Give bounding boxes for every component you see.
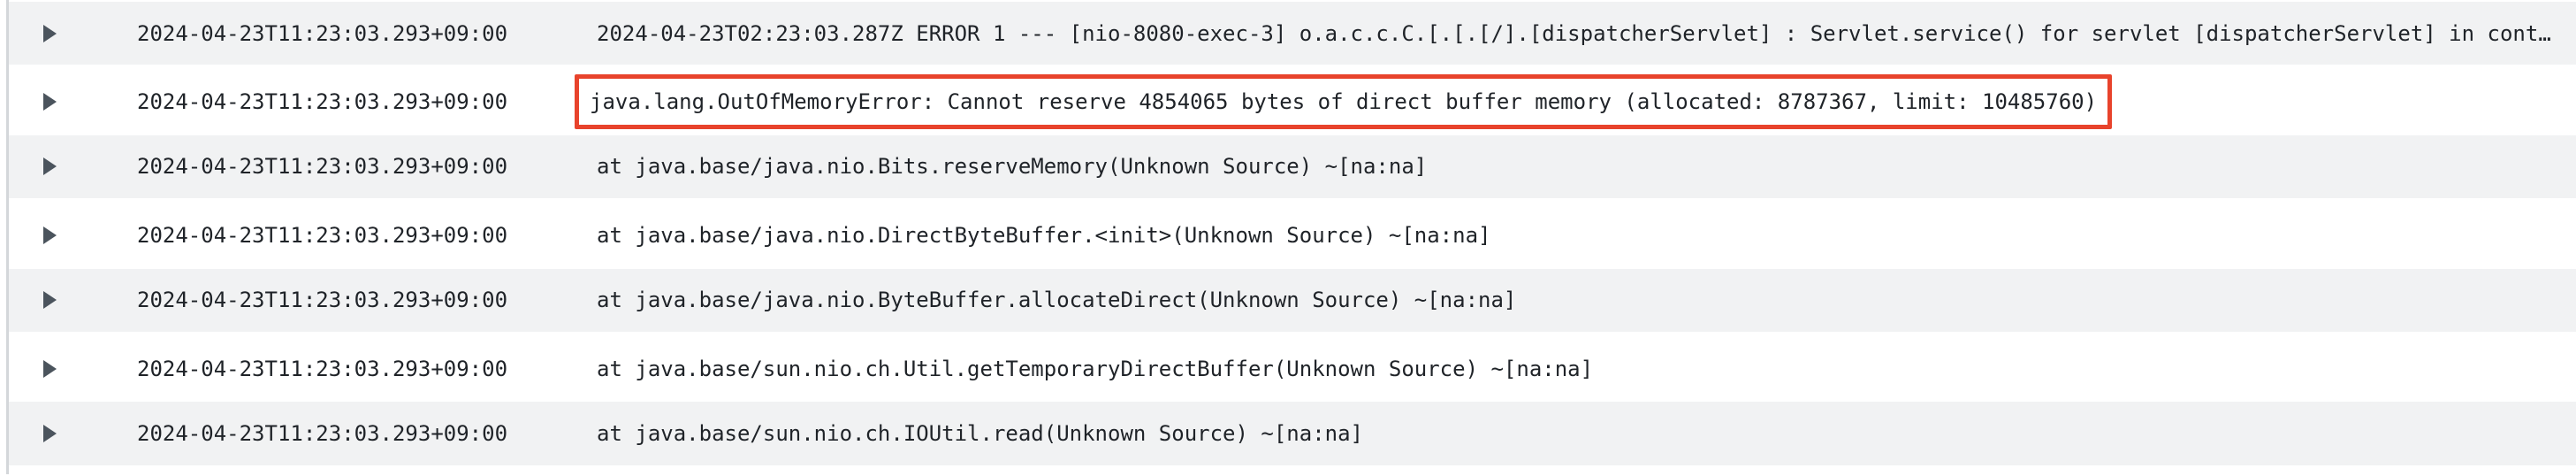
log-message: at java.base/java.nio.DirectByteBuffer.<… (597, 222, 1491, 248)
expand-toggle[interactable] (34, 359, 65, 379)
log-timestamp: 2024-04-23T11:23:03.293+09:00 (137, 288, 508, 313)
expand-toggle[interactable] (34, 424, 65, 443)
log-row[interactable]: 2024-04-23T11:23:03.293+09:00 at java.ba… (9, 402, 2576, 469)
expand-toggle[interactable] (34, 226, 65, 245)
log-row[interactable]: 2024-04-23T11:23:03.293+09:00 at java.ba… (9, 202, 2576, 268)
triangle-right-icon (42, 425, 57, 443)
log-row[interactable]: 2024-04-23T11:23:03.293+09:00 java.lang.… (9, 68, 2576, 134)
expand-toggle[interactable] (34, 157, 65, 176)
triangle-right-icon (42, 157, 57, 176)
log-timestamp: 2024-04-23T11:23:03.293+09:00 (137, 20, 508, 46)
triangle-right-icon (42, 291, 57, 310)
expand-toggle[interactable] (34, 92, 65, 111)
log-message: java.lang.OutOfMemoryError: Cannot reser… (590, 89, 2098, 115)
triangle-right-icon (42, 359, 57, 378)
expand-toggle[interactable] (34, 290, 65, 310)
triangle-right-icon (42, 24, 57, 42)
triangle-right-icon (42, 226, 57, 244)
triangle-right-icon (42, 93, 57, 111)
log-message: at java.base/java.nio.Bits.reserveMemory… (597, 154, 1428, 180)
log-message: at java.base/sun.nio.ch.IOUtil.read(Unkn… (597, 421, 1363, 447)
log-timestamp: 2024-04-23T11:23:03.293+09:00 (137, 89, 508, 115)
error-highlight-box: java.lang.OutOfMemoryError: Cannot reser… (575, 74, 2113, 130)
log-row[interactable]: 2024-04-23T11:23:03.293+09:00 2024-04-23… (9, 2, 2576, 69)
log-row[interactable]: 2024-04-23T11:23:03.293+09:00 at java.ba… (9, 134, 2576, 203)
log-timestamp: 2024-04-23T11:23:03.293+09:00 (137, 222, 508, 248)
log-row[interactable]: 2024-04-23T11:23:03.293+09:00 at java.ba… (9, 335, 2576, 402)
log-timestamp: 2024-04-23T11:23:03.293+09:00 (137, 356, 508, 381)
log-timestamp: 2024-04-23T11:23:03.293+09:00 (137, 421, 508, 447)
log-table: 2024-04-23T11:23:03.293+09:00 2024-04-23… (6, 0, 2576, 474)
log-message: at java.base/java.nio.ByteBuffer.allocat… (597, 288, 1517, 313)
log-timestamp: 2024-04-23T11:23:03.293+09:00 (137, 154, 508, 180)
log-message: 2024-04-23T02:23:03.287Z ERROR 1 --- [ni… (597, 20, 2551, 46)
expand-toggle[interactable] (34, 24, 65, 43)
log-row[interactable]: 2024-04-23T11:23:03.293+09:00 at java.ba… (9, 268, 2576, 335)
log-message: at java.base/sun.nio.ch.Util.getTemporar… (597, 356, 1594, 381)
